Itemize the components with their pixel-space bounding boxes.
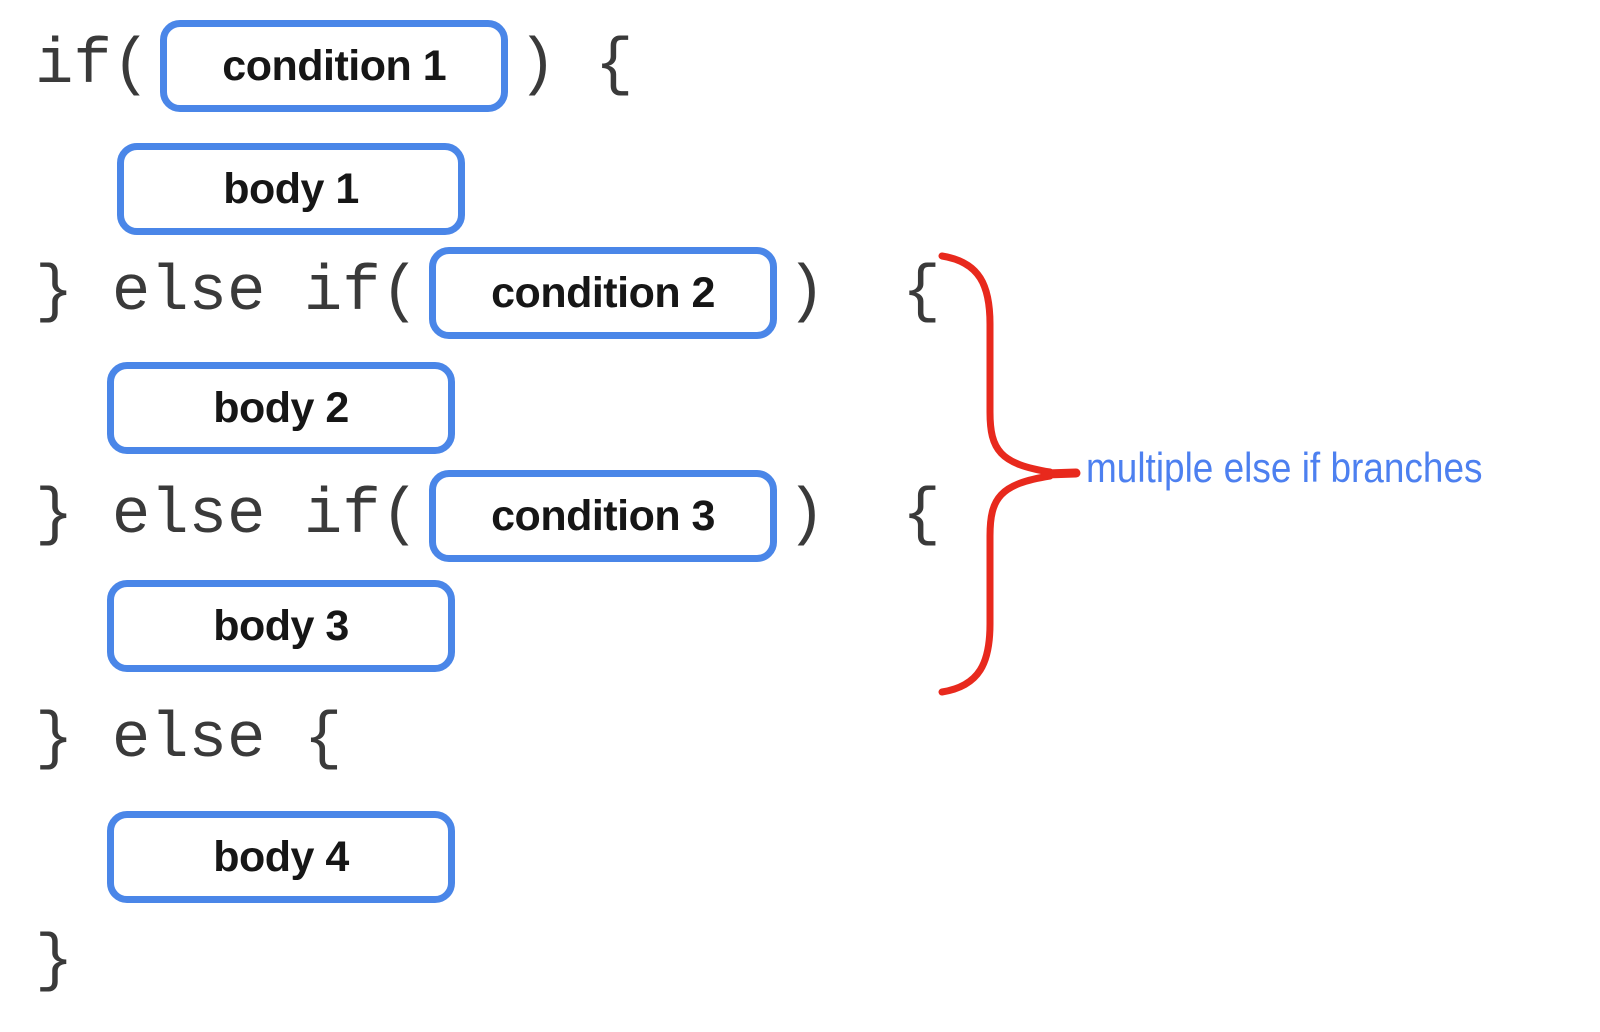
code-text-if-open: if(	[35, 30, 151, 102]
code-line-else: } else {	[35, 700, 342, 780]
body-3-line: body 3	[107, 580, 455, 672]
body-4-box: body 4	[107, 811, 455, 903]
body-3-box: body 3	[107, 580, 455, 672]
condition-2-label: condition 2	[491, 268, 715, 317]
body-1-label: body 1	[223, 164, 359, 213]
condition-1-label: condition 1	[222, 41, 447, 90]
body-4-line: body 4	[107, 811, 455, 903]
code-line-else-if-2: } else if( condition 3 ) {	[35, 470, 941, 562]
code-text-if-close: ) {	[518, 30, 634, 102]
code-text-else-if-1-open: } else if(	[35, 257, 420, 329]
body-2-label: body 2	[213, 383, 349, 432]
code-line-if: if( condition 1 ) {	[35, 20, 633, 112]
code-text-else-if-2-open: } else if(	[35, 480, 420, 552]
code-text-else-if-1-close: ) {	[787, 257, 941, 329]
condition-2-box: condition 2	[429, 247, 778, 339]
body-2-line: body 2	[107, 362, 455, 454]
condition-3-box: condition 3	[429, 470, 778, 562]
body-1-box: body 1	[117, 143, 465, 235]
code-text-else: } else {	[35, 704, 343, 776]
red-curly-brace	[938, 252, 1081, 696]
annotation-multiple-else-if: multiple else if branches	[1086, 444, 1483, 491]
body-4-label: body 4	[213, 832, 349, 881]
body-1-line: body 1	[117, 143, 465, 235]
condition-3-label: condition 3	[491, 491, 715, 540]
body-2-box: body 2	[107, 362, 455, 454]
code-line-else-if-1: } else if( condition 2 ) {	[35, 247, 941, 339]
body-3-label: body 3	[213, 601, 349, 650]
code-line-closing-brace: }	[35, 922, 73, 1002]
condition-1-box: condition 1	[160, 20, 509, 112]
code-text-closing-brace: }	[35, 926, 74, 998]
code-text-else-if-2-close: ) {	[787, 480, 941, 552]
